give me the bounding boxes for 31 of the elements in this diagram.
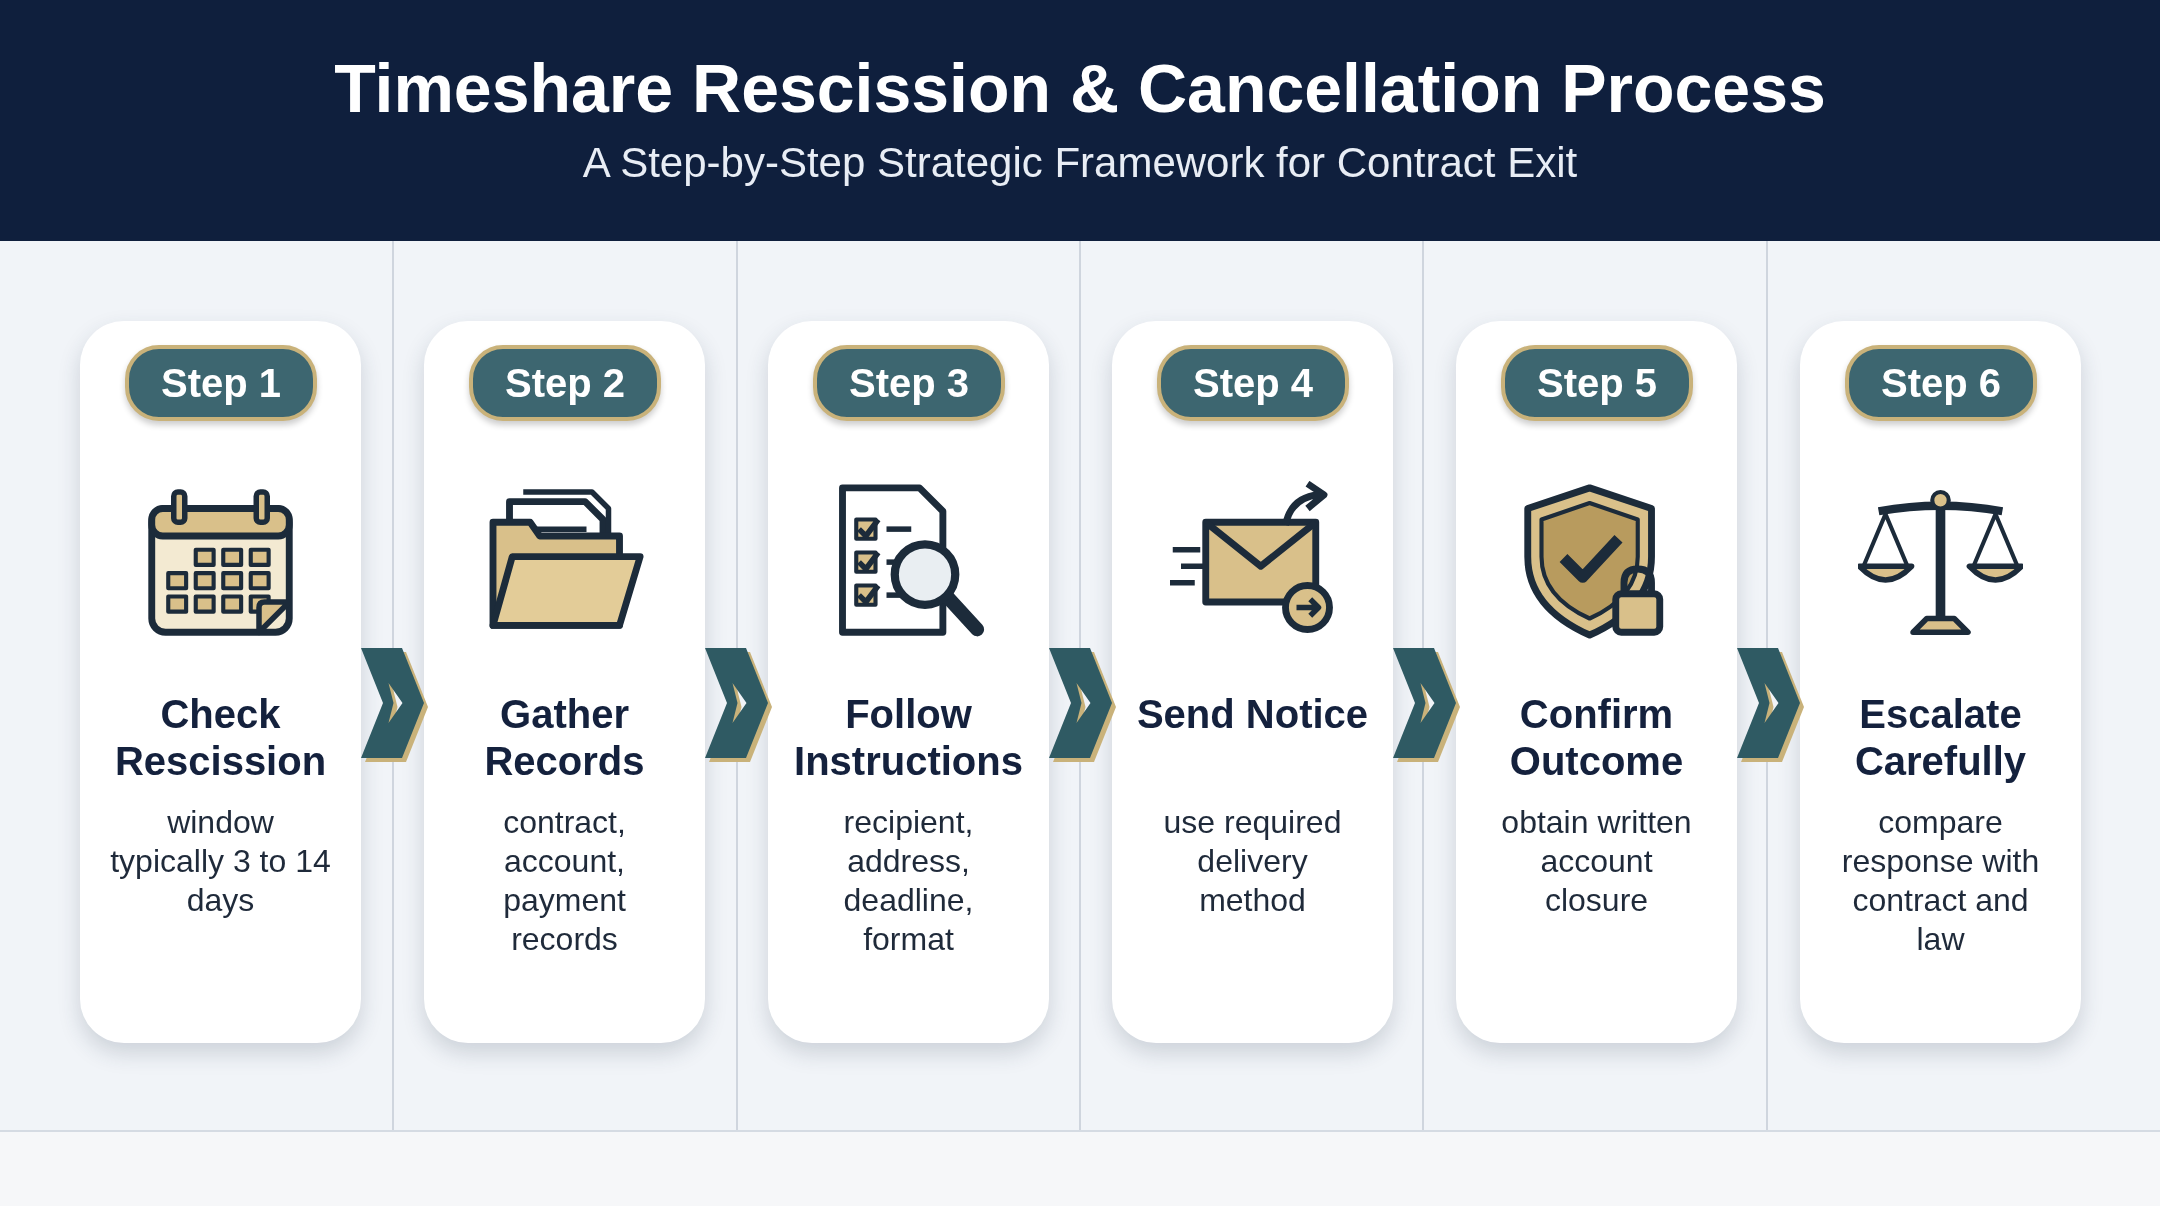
step-description: contract, account, payment records xyxy=(502,803,627,959)
step-badge: Step 2 xyxy=(469,345,661,421)
step-card xyxy=(1800,321,2081,1043)
step-heading: Follow Instructions xyxy=(793,691,1024,785)
chevron-arrow xyxy=(705,648,768,758)
chevron-arrow xyxy=(1049,648,1112,758)
step-badge: Step 6 xyxy=(1845,345,2037,421)
step-card xyxy=(1456,321,1737,1043)
step-heading: Confirm Outcome xyxy=(1508,691,1685,785)
step-description: compare response with contract and law xyxy=(1840,803,2041,959)
step-badge: Step 1 xyxy=(125,345,317,421)
title: Timeshare Rescission & Cancellation Process xyxy=(333,49,1827,128)
step-heading: Send Notice xyxy=(1135,691,1370,738)
step-heading: Check Rescission xyxy=(113,691,328,785)
step-description: recipient, address, deadline, format xyxy=(842,803,975,959)
step-card xyxy=(424,321,705,1043)
step-heading: Escalate Carefully xyxy=(1853,691,2028,785)
step-description: use required delivery method xyxy=(1162,803,1343,920)
step-description: window typically 3 to 14 days xyxy=(110,803,331,920)
step-badge: Step 3 xyxy=(813,345,1005,421)
step-heading: Gather Records xyxy=(483,691,646,785)
step-card xyxy=(1112,321,1393,1043)
chevron-arrow xyxy=(361,648,424,758)
step-card xyxy=(80,321,361,1043)
step-badge: Step 5 xyxy=(1501,345,1693,421)
step-card xyxy=(768,321,1049,1043)
subtitle: A Step-by-Step Strategic Framework for Contract Exit xyxy=(581,138,1579,188)
step-badge: Step 4 xyxy=(1157,345,1349,421)
step-description: obtain written account closure xyxy=(1500,803,1693,920)
chevron-arrow xyxy=(1737,648,1800,758)
chevron-arrow xyxy=(1393,648,1456,758)
